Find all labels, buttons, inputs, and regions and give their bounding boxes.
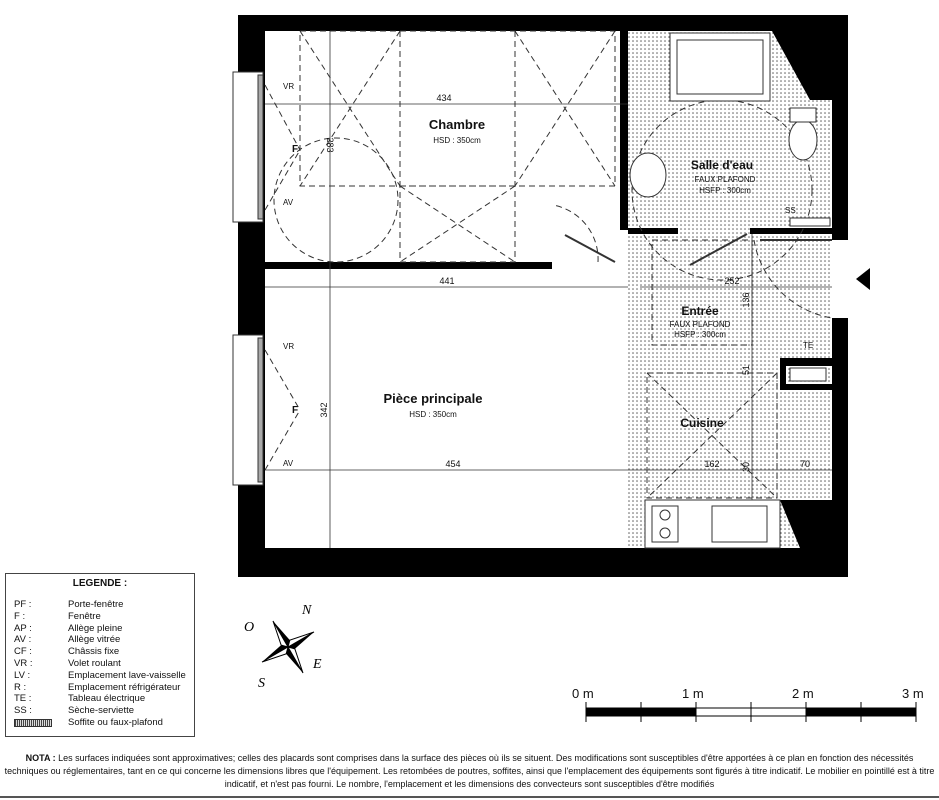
legend-code: CF :: [14, 646, 32, 658]
dim-kitchen-gap: 51: [741, 365, 751, 375]
legend-code: R :: [14, 681, 27, 693]
legend-code: TE :: [14, 693, 32, 705]
room-name-chambre: Chambre: [429, 117, 485, 132]
dimension-lines: [265, 31, 832, 548]
legend-item: TE : Tableau électrique: [6, 693, 194, 705]
legend-item: SS : Sèche-serviette: [6, 705, 194, 717]
bathroom-fixtures: [629, 32, 831, 227]
legend-item: R : Emplacement réfrigérateur: [6, 682, 194, 694]
scale-label-2: 2 m: [792, 686, 814, 701]
dim-cuisine-width: 162: [704, 459, 719, 469]
dim-passage-width: 441: [439, 276, 454, 286]
legend-code: LV :: [14, 669, 31, 681]
legend-title: LEGENDE :: [72, 578, 128, 589]
nota-text: Les surfaces indiquées sont approximativ…: [4, 753, 935, 789]
label-av-piece: AV: [283, 459, 294, 468]
room-height-piece: HSD : 350cm: [409, 410, 457, 419]
legend-code: VR :: [14, 657, 33, 669]
dim-entree-width: 252: [724, 276, 739, 286]
dim-chambre-width: 434: [436, 93, 451, 103]
dim-chambre-depth: 283: [325, 137, 335, 152]
dim-piece-depth: 342: [319, 402, 329, 417]
legend-label: Volet roulant: [68, 657, 121, 669]
scale-label-3: 3 m: [902, 686, 924, 701]
compass-n: N: [301, 603, 312, 618]
legend-item: CF : Châssis fixe: [6, 646, 194, 658]
dim-entree-depth: 136: [741, 292, 751, 307]
scale-bar: [585, 702, 917, 722]
legend-label: Tableau électrique: [68, 693, 146, 705]
room-height-entree: HSFP : 300cm: [674, 330, 726, 339]
label-f-chambre: F: [292, 144, 298, 155]
legend-item: PF : Porte-fenêtre: [6, 599, 194, 611]
compass-e: E: [312, 657, 322, 672]
room-height-chambre: HSD : 350cm: [433, 136, 481, 145]
legend-label: Allège pleine: [68, 622, 123, 634]
legend-item: VR : Volet roulant: [6, 658, 194, 670]
room-height-salle-eau: HSFP : 300cm: [699, 186, 751, 195]
legend-item-soffit: Soffite ou faux-plafond: [6, 717, 194, 729]
kitchen-fixtures: [644, 367, 827, 549]
legend-code: SS :: [14, 705, 32, 717]
legend-label: Allège vitrée: [68, 634, 121, 646]
scale-label-0: 0 m: [572, 686, 594, 701]
legend-label: Porte-fenêtre: [68, 599, 124, 610]
label-vr-piece: VR: [283, 342, 294, 351]
dim-cuisine-small: 30: [741, 462, 751, 472]
legend-code: F :: [14, 610, 26, 622]
room-ceiling-salle-eau: FAUX PLAFOND: [695, 175, 756, 184]
legend-label: Soffite ou faux-plafond: [68, 716, 163, 728]
room-ceiling-entree: FAUX PLAFOND: [670, 320, 731, 329]
room-name-piece: Pièce principale: [384, 391, 483, 406]
doors: [564, 233, 832, 266]
legend-code: PF :: [14, 599, 32, 610]
soffit-swatch-icon: [14, 718, 52, 727]
dim-piece-width: 454: [445, 459, 460, 469]
window-piece: [232, 334, 264, 486]
room-name-cuisine: Cuisine: [680, 416, 724, 430]
legend-item: F : Fenêtre: [6, 611, 194, 623]
scale-label-1: 1 m: [682, 686, 704, 701]
legend-label: Sèche-serviette: [68, 705, 135, 717]
compass-s: S: [258, 676, 265, 691]
room-name-salle-eau: Salle d'eau: [691, 158, 753, 172]
legend-item: AV : Allège vitrée: [6, 634, 194, 646]
legend-code: AV :: [14, 634, 32, 646]
label-te: TE: [803, 341, 813, 350]
label-ss: SS: [785, 206, 796, 215]
legend-code: AP :: [14, 622, 32, 634]
window-chambre: [232, 71, 264, 223]
label-av-chambre: AV: [283, 198, 294, 207]
legend-label: Emplacement lave-vaisselle: [68, 669, 186, 681]
label-vr-chambre: VR: [283, 82, 294, 91]
legend-item: LV : Emplacement lave-vaisselle: [6, 670, 194, 682]
nota-prefix: NOTA :: [25, 753, 56, 763]
legend-item: AP : Allège pleine: [6, 623, 194, 635]
compass-o: O: [244, 620, 254, 635]
nota: NOTA : Les surfaces indiquées sont appro…: [4, 752, 935, 791]
legend-label: Emplacement réfrigérateur: [68, 681, 181, 693]
label-f-piece: F: [292, 405, 298, 416]
legend-label: Châssis fixe: [68, 646, 120, 658]
entrance-arrow-icon: [856, 268, 870, 290]
dim-cuisine-right: 70: [800, 459, 810, 469]
room-name-entree: Entrée: [681, 304, 719, 318]
compass-rose-icon: [261, 620, 315, 674]
divider: [0, 796, 939, 798]
legend-label: Fenêtre: [68, 610, 101, 622]
